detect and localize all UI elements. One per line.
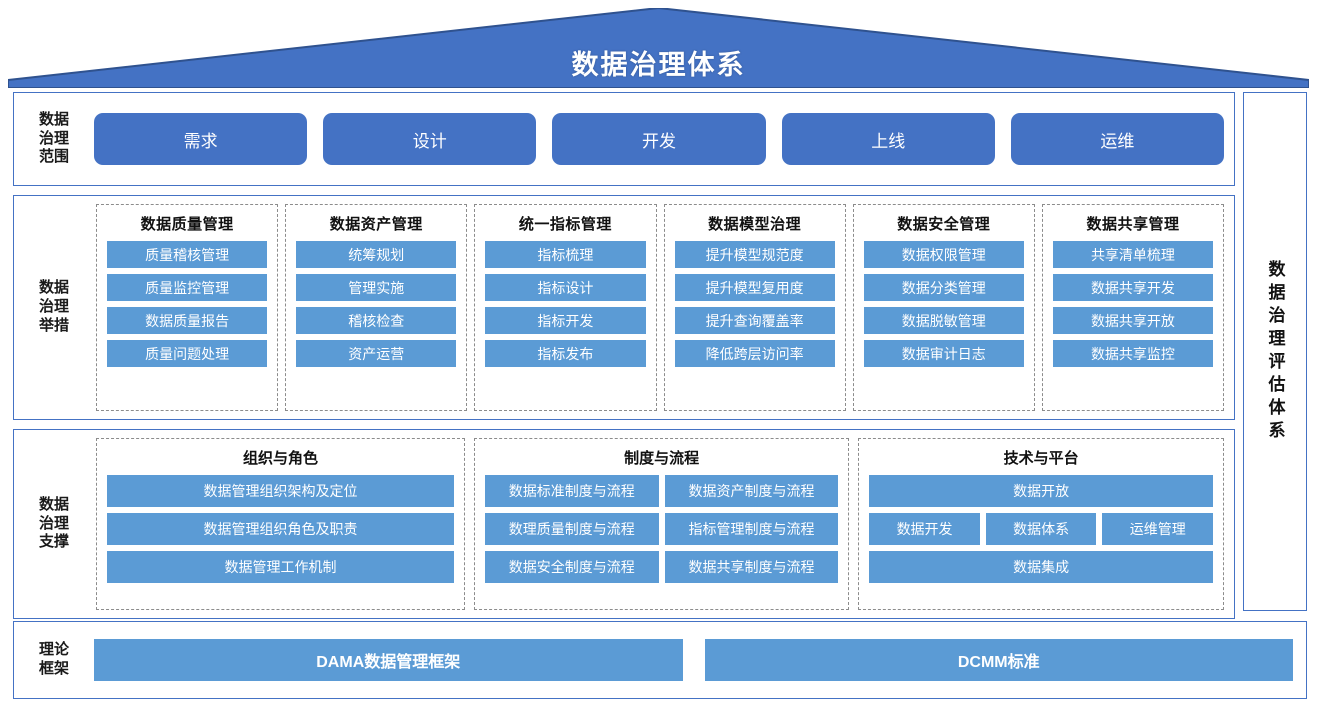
measure-item[interactable]: 稽核检查 [296, 307, 457, 334]
measure-column-title: 数据质量管理 [140, 216, 234, 233]
measure-item[interactable]: 资产运营 [296, 340, 457, 367]
tech-item-ops[interactable]: 运维管理 [1102, 513, 1214, 545]
support-column-technology: 技术与平台 数据开放 数据开发 数据体系 运维管理 数据集成 [858, 438, 1224, 610]
measure-item[interactable]: 质量稽核管理 [107, 241, 268, 268]
support-item[interactable]: 指标管理制度与流程 [664, 513, 839, 545]
scope-item-develop[interactable]: 开发 [552, 113, 766, 165]
measure-item[interactable]: 指标设计 [485, 274, 646, 301]
support-item[interactable]: 数据共享制度与流程 [664, 551, 839, 583]
scope-item-design[interactable]: 设计 [323, 113, 537, 165]
tech-item-data-open[interactable]: 数据开放 [869, 475, 1213, 507]
support-column-title: 技术与平台 [1003, 450, 1079, 467]
measure-item[interactable]: 质量监控管理 [107, 274, 268, 301]
theory-item-dcmm[interactable]: DCMM标准 [704, 639, 1293, 681]
measure-item[interactable]: 指标开发 [485, 307, 646, 334]
support-columns: 组织与角色 数据管理组织架构及定位 数据管理组织角色及职责 数据管理工作机制 制… [94, 430, 1234, 618]
theory-items: DAMA数据管理框架 DCMM标准 [94, 622, 1306, 698]
support-item[interactable]: 数据标准制度与流程 [484, 475, 659, 507]
measure-column-title: 数据安全管理 [897, 216, 991, 233]
measure-item[interactable]: 指标梳理 [485, 241, 646, 268]
measure-item[interactable]: 数据共享开发 [1052, 274, 1214, 301]
measure-column-title: 数据共享管理 [1086, 216, 1180, 233]
measure-column-data-model: 数据模型治理 提升模型规范度 提升模型复用度 提升查询覆盖率 降低跨层访问率 [663, 204, 846, 411]
measure-column-data-security: 数据安全管理 数据权限管理 数据分类管理 数据脱敏管理 数据审计日志 [852, 204, 1035, 411]
support-column-process: 制度与流程 数据标准制度与流程 数据资产制度与流程 数理质量制度与流程 指标管理… [473, 438, 850, 610]
measures-columns: 数据质量管理 质量稽核管理 质量监控管理 数据质量报告 质量问题处理 数据资产管… [94, 196, 1234, 419]
measure-item[interactable]: 数据审计日志 [863, 340, 1024, 367]
measure-column-data-quality: 数据质量管理 质量稽核管理 质量监控管理 数据质量报告 质量问题处理 [96, 204, 279, 411]
support-band: 数据 治理 支撑 组织与角色 数据管理组织架构及定位 数据管理组织角色及职责 数… [13, 429, 1235, 619]
measures-band-label: 数据 治理 举措 [38, 279, 69, 334]
measure-item[interactable]: 提升模型规范度 [674, 241, 835, 268]
measure-item[interactable]: 数据共享监控 [1052, 340, 1214, 367]
measure-column-unified-metrics: 统一指标管理 指标梳理 指标设计 指标开发 指标发布 [474, 204, 657, 411]
scope-item-operate[interactable]: 运维 [1010, 113, 1225, 165]
theory-item-dama[interactable]: DAMA数据管理框架 [94, 639, 683, 681]
scope-band: 数据 治理 范围 需求 设计 开发 上线 运维 [13, 92, 1235, 186]
measure-item[interactable]: 降低跨层访问率 [674, 340, 835, 367]
tech-item-data-dev[interactable]: 数据开发 [869, 513, 980, 545]
support-item[interactable]: 数据管理组织角色及职责 [107, 513, 454, 545]
support-column-organization: 组织与角色 数据管理组织架构及定位 数据管理组织角色及职责 数据管理工作机制 [96, 438, 465, 610]
measure-item[interactable]: 数据共享开放 [1052, 307, 1214, 334]
measure-item[interactable]: 数据分类管理 [863, 274, 1024, 301]
support-band-label: 数据 治理 支撑 [38, 495, 69, 551]
measures-band: 数据 治理 举措 数据质量管理 质量稽核管理 质量监控管理 数据质量报告 质量问… [13, 195, 1235, 420]
measure-item[interactable]: 指标发布 [485, 340, 646, 367]
measure-item[interactable]: 统筹规划 [296, 241, 457, 268]
measure-column-data-sharing: 数据共享管理 共享清单梳理 数据共享开发 数据共享开放 数据共享监控 [1041, 204, 1225, 411]
process-row: 数据安全制度与流程 数据共享制度与流程 [484, 551, 839, 589]
measure-column-title: 数据资产管理 [329, 216, 423, 233]
scope-item-demand[interactable]: 需求 [94, 113, 308, 165]
measure-item[interactable]: 管理实施 [296, 274, 457, 301]
process-row: 数理质量制度与流程 指标管理制度与流程 [484, 513, 839, 551]
scope-item-launch[interactable]: 上线 [781, 113, 995, 165]
measure-item[interactable]: 质量问题处理 [107, 340, 268, 367]
theory-band: 理论 框架 DAMA数据管理框架 DCMM标准 [13, 621, 1307, 699]
measure-item[interactable]: 提升模型复用度 [674, 274, 835, 301]
support-item[interactable]: 数据安全制度与流程 [484, 551, 659, 583]
roof-shape: 数据治理体系 [8, 8, 1309, 88]
tech-item-data-system[interactable]: 数据体系 [985, 513, 1097, 545]
scope-items: 需求 设计 开发 上线 运维 [94, 93, 1234, 185]
measure-item[interactable]: 数据权限管理 [863, 241, 1024, 268]
measure-item[interactable]: 提升查询覆盖率 [674, 307, 835, 334]
support-item[interactable]: 数据管理组织架构及定位 [107, 475, 454, 507]
measure-column-title: 数据模型治理 [708, 216, 802, 233]
scope-band-label: 数据 治理 范围 [38, 110, 69, 166]
main-stack: 数据 治理 范围 需求 设计 开发 上线 运维 数据 治理 举措 数据质量管理 … [13, 92, 1235, 628]
process-row: 数据标准制度与流程 数据资产制度与流程 [484, 475, 839, 513]
measure-column-data-asset: 数据资产管理 统筹规划 管理实施 稽核检查 资产运营 [285, 204, 468, 411]
roof-triangle-icon [8, 8, 1309, 88]
measure-item[interactable]: 数据质量报告 [107, 307, 268, 334]
measure-item[interactable]: 共享清单梳理 [1052, 241, 1214, 268]
evaluation-panel-label: 数据治理评估体系 [1265, 259, 1285, 444]
theory-band-label: 理论 框架 [38, 641, 69, 677]
tech-middle-row: 数据开发 数据体系 运维管理 [869, 513, 1214, 551]
measure-column-title: 统一指标管理 [518, 216, 612, 233]
tech-item-data-integration[interactable]: 数据集成 [869, 551, 1213, 583]
support-column-title: 制度与流程 [624, 450, 700, 467]
support-item[interactable]: 数据管理工作机制 [107, 551, 454, 583]
support-item[interactable]: 数理质量制度与流程 [484, 513, 659, 545]
measure-item[interactable]: 数据脱敏管理 [863, 307, 1024, 334]
support-column-title: 组织与角色 [242, 450, 318, 467]
evaluation-panel: 数据治理评估体系 [1243, 92, 1307, 611]
support-item[interactable]: 数据资产制度与流程 [664, 475, 839, 507]
